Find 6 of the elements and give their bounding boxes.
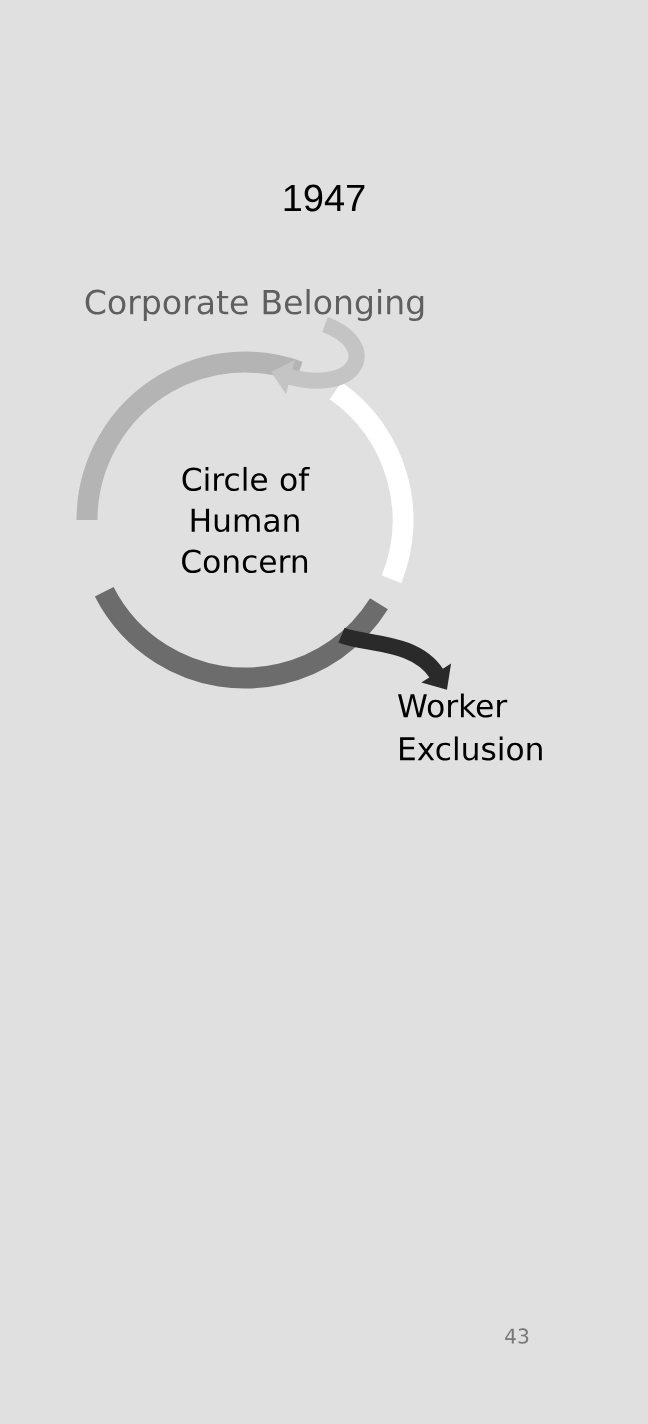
- node-label: Worker Exclusion: [398, 693, 542, 761]
- page-number: 43: [505, 1328, 529, 1344]
- node-label: Corporate Belonging: [85, 288, 424, 322]
- circle-label: Circle of Human Concern: [182, 466, 310, 574]
- title: 1947: [284, 184, 365, 212]
- curved-arrow: [338, 627, 452, 690]
